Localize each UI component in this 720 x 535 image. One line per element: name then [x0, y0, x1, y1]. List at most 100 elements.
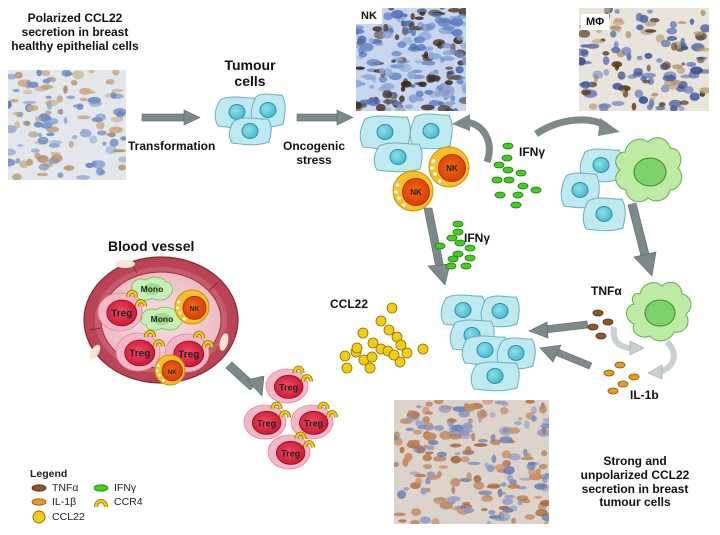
tissue-texture: [367, 97, 381, 107]
tissue-texture: [494, 400, 507, 405]
tissue-texture: [446, 496, 461, 502]
tissue-texture: [634, 89, 644, 99]
treg-cell-nucleus: [124, 339, 156, 367]
tissue-texture: [37, 155, 49, 164]
treg-cell-nucleus: [298, 410, 329, 435]
tissue-texture: [655, 105, 666, 111]
tissue-texture: [661, 61, 672, 70]
tissue-texture: [482, 400, 494, 405]
tissue-texture: [499, 436, 513, 444]
tissue-texture: [105, 79, 115, 85]
tissue-texture: [8, 100, 12, 109]
tissue-texture: [639, 14, 649, 24]
tissue-texture: [410, 414, 418, 418]
tissue-texture: [544, 521, 549, 524]
tissue-texture: [66, 95, 76, 99]
transformation-label: Transformation: [128, 139, 216, 153]
tissue-texture: [453, 108, 458, 111]
ccl22-particle: [375, 315, 387, 327]
treg-cell-nucleus: [275, 440, 306, 465]
tissue-texture: [580, 49, 589, 57]
tissue-texture: [36, 172, 49, 177]
tissue-texture: [697, 47, 709, 52]
ifng-particle: [515, 169, 527, 177]
treg-cell-label: Treg: [111, 308, 132, 319]
tissue-texture: [535, 468, 542, 476]
tumour-cell: [440, 294, 486, 327]
tissue-texture: [467, 461, 481, 466]
tissue-texture: [415, 477, 423, 486]
ifng-particle: [503, 176, 515, 184]
tissue-texture: [416, 446, 426, 454]
tissue-texture: [427, 22, 436, 30]
tissue-texture: [542, 418, 549, 422]
tumour-title-line-1: Tumour: [224, 57, 276, 73]
tissue-texture: [681, 62, 686, 66]
tumour-bottom-line-4: tumour cells: [599, 495, 671, 510]
ccl22-particle: [383, 324, 395, 336]
ccr4-arc-icon: [92, 496, 110, 508]
tissue-texture: [428, 100, 442, 107]
tissue-texture: [26, 79, 32, 88]
ifng-particle: [502, 166, 514, 174]
curved-arrow-il1b-release: [647, 339, 677, 380]
ifng-ellipse-icon: [92, 484, 110, 492]
nk-cell-nucleus: [182, 295, 207, 320]
tumour-title-line-2: cells: [234, 73, 266, 90]
tissue-texture: [415, 90, 424, 98]
tissue-texture: [613, 41, 619, 49]
tnfa-particle: [592, 309, 604, 317]
tissue-texture: [442, 50, 453, 56]
healthy-tissue-micrograph: [8, 70, 126, 180]
tissue-texture: [373, 30, 386, 40]
cell-nucleus: [571, 182, 589, 198]
tissue-texture: [656, 58, 663, 63]
tissue-texture: [679, 100, 689, 105]
tissue-texture: [641, 97, 648, 104]
tissue-texture: [8, 148, 16, 156]
tissue-texture: [422, 454, 432, 462]
tissue-texture: [605, 8, 610, 14]
tissue-texture: [356, 79, 363, 88]
ifng-particle: [460, 262, 472, 270]
tissue-texture: [23, 89, 33, 95]
tissue-texture: [425, 478, 431, 485]
macrophage-micrograph-label: MΦ: [581, 14, 610, 30]
tissue-texture: [524, 514, 535, 520]
tissue-texture: [463, 507, 475, 514]
tissue-texture: [655, 34, 665, 43]
tissue-texture: [431, 518, 440, 524]
tissue-texture: [357, 35, 367, 44]
cell-nucleus: [476, 342, 494, 358]
tissue-texture: [8, 125, 17, 134]
tissue-texture: [358, 51, 368, 58]
tissue-texture: [40, 122, 53, 129]
tissue-texture: [408, 22, 415, 31]
tissue-texture: [391, 50, 402, 57]
tissue-texture: [431, 12, 443, 18]
tissue-texture: [381, 82, 395, 91]
tissue-texture: [405, 427, 415, 432]
ccr4-receptor-fill: [202, 341, 214, 348]
nk-granule: [176, 306, 180, 310]
il1b-particle: [607, 387, 619, 395]
tissue-texture: [540, 423, 549, 429]
tissue-texture: [508, 453, 521, 461]
tissue-texture: [580, 81, 591, 89]
curved-arrow-tnfa-release: [610, 326, 645, 356]
tissue-texture: [670, 105, 678, 111]
tissue-texture: [591, 38, 604, 44]
tissue-texture: [414, 82, 423, 86]
legend-label-ccr4: CCR4: [114, 496, 143, 508]
oncogenic-stress-label: Oncogenic stress: [279, 139, 349, 168]
tissue-texture: [611, 46, 621, 54]
tissue-texture: [473, 475, 482, 483]
tissue-texture: [531, 415, 537, 422]
tissue-texture: [489, 439, 502, 446]
tissue-texture: [455, 52, 464, 59]
nk-cell-nucleus: [401, 177, 430, 206]
tissue-texture: [427, 74, 441, 82]
tissue-texture: [437, 19, 451, 28]
tissue-texture: [450, 500, 456, 505]
tissue-texture: [12, 88, 20, 93]
